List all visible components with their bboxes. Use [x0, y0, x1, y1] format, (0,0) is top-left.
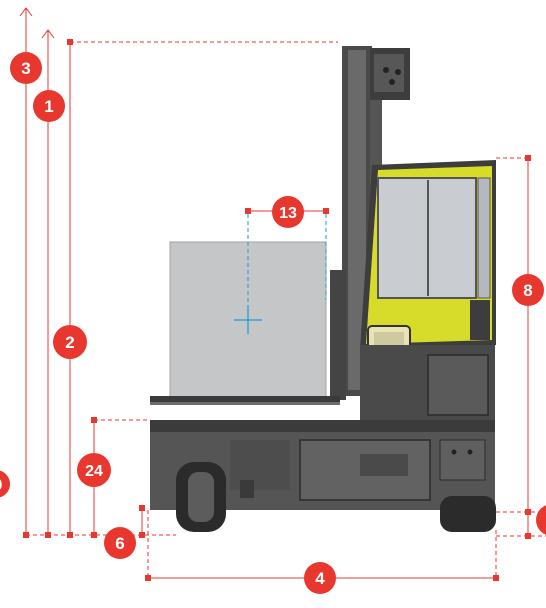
- forks: [150, 396, 340, 405]
- dimension-lines: [19, 7, 546, 579]
- badge-label: 1: [44, 97, 53, 116]
- badge-label: 3: [21, 59, 30, 78]
- badge-label: 6: [115, 534, 124, 553]
- badge-label: 24: [85, 463, 103, 480]
- badge-1: 1: [33, 90, 65, 122]
- front-wheel: [176, 462, 226, 532]
- badge-right-partial: [536, 505, 546, 535]
- badges: 3 1 2 13 8 24 6 4: [0, 52, 546, 594]
- badge-label: 13: [279, 205, 297, 222]
- badge-label: 2: [65, 333, 74, 352]
- cab: [360, 160, 496, 371]
- badge-label: 0: [0, 477, 3, 494]
- badge-8: 8: [512, 274, 544, 306]
- badge-0-partial: 0: [0, 470, 10, 498]
- badge-2: 2: [53, 325, 87, 359]
- badge-24: 24: [77, 453, 111, 487]
- badge-13: 13: [272, 196, 304, 228]
- badge-label: 8: [523, 281, 532, 300]
- badge-4: 4: [304, 562, 336, 594]
- load-center-guides: [247, 214, 327, 306]
- badge-3: 3: [10, 52, 42, 84]
- badge-6: 6: [104, 527, 136, 559]
- rear-wheel: [440, 496, 496, 532]
- dimension-markers: [23, 39, 531, 581]
- forklift-illustration: [150, 46, 496, 532]
- badge-label: 4: [315, 569, 325, 588]
